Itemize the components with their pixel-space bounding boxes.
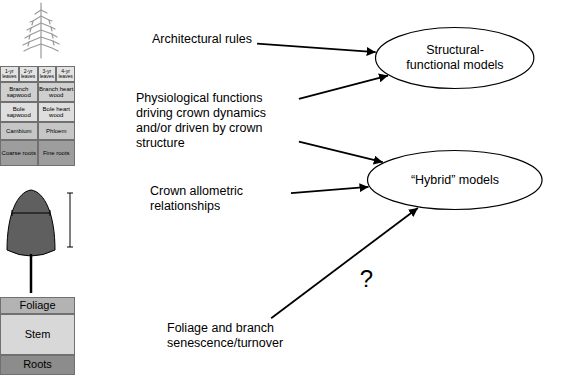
node-text: “Hybrid” models xyxy=(393,173,517,188)
node-text: Foliage and branch senescence/turnover xyxy=(167,321,328,351)
cell-label: Bole heart wood xyxy=(38,102,76,122)
arrow-connector xyxy=(291,187,369,193)
node-text: Crown allometric relationships xyxy=(150,184,286,214)
band-label: Stem xyxy=(0,314,75,355)
ellipse-shape xyxy=(368,151,543,210)
cell-label: Branch heart wood xyxy=(38,82,76,102)
band-label: Foliage xyxy=(0,297,75,314)
cell-label: 4-yr leaves xyxy=(56,66,75,82)
cell-label: 1-yr leaves xyxy=(0,66,19,82)
model-ellipse: “Hybrid” models xyxy=(367,150,543,210)
cell-label: 2-yr leaves xyxy=(19,66,38,82)
concept-label: Physiological functions driving crown dy… xyxy=(134,90,296,152)
cell-label: Branch sapwood xyxy=(0,82,38,102)
cell-label: Phloem xyxy=(38,122,76,140)
model-ellipse: Structural- functional models xyxy=(375,27,534,89)
node-text: Physiological functions driving crown dy… xyxy=(136,91,294,151)
crown-shape xyxy=(7,190,73,293)
cell-label: Bole sapwood xyxy=(0,102,38,122)
cell-label: Coarse roots xyxy=(0,140,38,166)
band-label: Roots xyxy=(0,355,75,375)
cell-label: Cambium xyxy=(0,122,38,140)
cell-label: 3-yr leaves xyxy=(38,66,57,82)
ellipse-shape xyxy=(376,28,534,89)
arrow-connector xyxy=(271,208,418,318)
concept-label: Foliage and branch senescence/turnover xyxy=(165,320,330,352)
concept-label: Architectural rules xyxy=(150,31,254,48)
tree-sketch xyxy=(23,3,59,58)
edge-label: ? xyxy=(358,267,375,291)
node-text: Structural- functional models xyxy=(399,43,511,73)
concept-label: Crown allometric relationships xyxy=(148,183,288,215)
node-text: Architectural rules xyxy=(152,32,252,47)
arrow-connector xyxy=(257,44,376,53)
arrow-connector xyxy=(299,142,383,163)
arrow-connector xyxy=(299,76,388,99)
cell-label: Fine roots xyxy=(38,140,76,166)
